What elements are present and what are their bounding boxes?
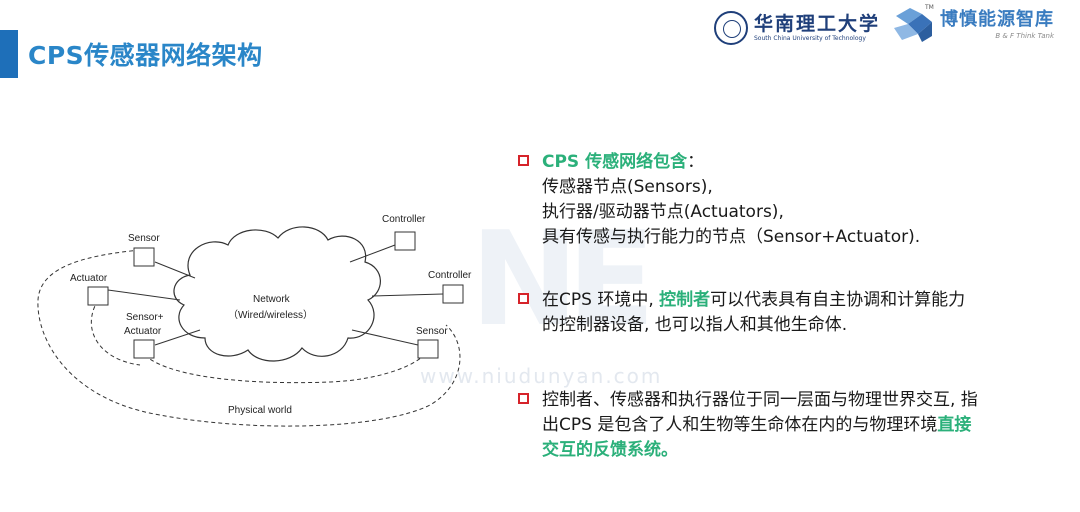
bullet-2-pre: 在CPS 环境中, <box>542 290 660 310</box>
label-sensor-top: Sensor <box>128 233 160 244</box>
title-accent-bar <box>0 30 18 78</box>
actuator-node <box>87 286 109 306</box>
bs-name-cn: 博慎能源智库 <box>940 9 1054 30</box>
sensor-node-right <box>417 339 439 359</box>
bullet-box-icon <box>518 293 529 304</box>
network-cloud <box>173 226 381 362</box>
bullet-1: CPS 传感网络包含： 传感器节点(Sensors), 执行器/驱动器节点(Ac… <box>518 150 1058 250</box>
sensor-actuator-node <box>133 339 155 359</box>
scut-name-cn: 华南理工大学 <box>754 13 881 35</box>
bs-logo-icon <box>894 8 932 42</box>
bullet-box-icon <box>518 393 529 404</box>
scut-name-en: South China University of Technology <box>754 35 866 42</box>
label-network-sub: （Wired/wireless） <box>228 309 313 321</box>
bullet-2-post-1: 可以代表具有自主协调和计算能力 <box>710 290 966 310</box>
trademark-mark: TM <box>925 4 934 11</box>
label-sensor-actuator-2: Actuator <box>124 326 162 337</box>
physical-world-boundary <box>37 249 461 427</box>
page-title: CPS传感器网络架构 <box>28 41 263 70</box>
bullet-2-highlight: 控制者 <box>659 290 711 310</box>
label-sensor-right: Sensor <box>416 326 448 337</box>
bullet-list: CPS 传感网络包含： 传感器节点(Sensors), 执行器/驱动器节点(Ac… <box>518 150 1058 460</box>
bullet-3: 控制者、传感器和执行器位于同一层面与物理世界交互, 指 出CPS 是包含了人和生… <box>518 388 978 463</box>
scut-seal-icon <box>714 11 748 45</box>
bullet-1-line-3: 具有传感与执行能力的节点（Sensor+Actuator). <box>542 227 921 247</box>
label-controller-right: Controller <box>428 270 472 281</box>
bs-think-tank-logo: 博慎能源智库 B & F Think Tank <box>892 6 1054 44</box>
bullet-3-line-2: 出CPS 是包含了人和生物等生命体在内的与物理环境 <box>542 415 938 435</box>
bullet-1-colon: ： <box>687 152 705 172</box>
bullet-1-line-2: 执行器/驱动器节点(Actuators), <box>542 202 784 222</box>
label-sensor-actuator-1: Sensor+ <box>126 312 164 323</box>
controller-node-top <box>394 231 416 251</box>
bullet-3-highlight-2: 交互的反馈系统。 <box>542 440 678 460</box>
watermark-logo: NE <box>470 203 656 355</box>
label-actuator: Actuator <box>70 273 108 284</box>
bullet-1-line-1: 传感器节点(Sensors), <box>542 177 713 197</box>
bullet-2: 在CPS 环境中, 控制者可以代表具有自主协调和计算能力 的控制器设备, 也可以… <box>518 288 965 338</box>
bullet-2-post-2: 的控制器设备, 也可以指人和其他生命体. <box>542 315 848 335</box>
label-physical-world: Physical world <box>228 405 292 416</box>
label-controller-top: Controller <box>382 214 426 225</box>
bullet-box-icon <box>518 155 529 166</box>
bs-name-en: B & F Think Tank <box>995 32 1054 40</box>
controller-node-right <box>442 284 464 304</box>
bullet-3-highlight-1: 直接 <box>937 415 972 435</box>
sensor-node-top <box>133 247 155 267</box>
watermark-text: www.niudunyan.com <box>420 364 663 388</box>
bullet-3-line-1: 控制者、传感器和执行器位于同一层面与物理世界交互, 指 <box>542 390 978 410</box>
scut-logo: 华南理工大学 South China University of Technol… <box>714 8 880 48</box>
label-network: Network <box>253 294 291 305</box>
bullet-1-head: CPS 传感网络包含 <box>542 152 688 172</box>
